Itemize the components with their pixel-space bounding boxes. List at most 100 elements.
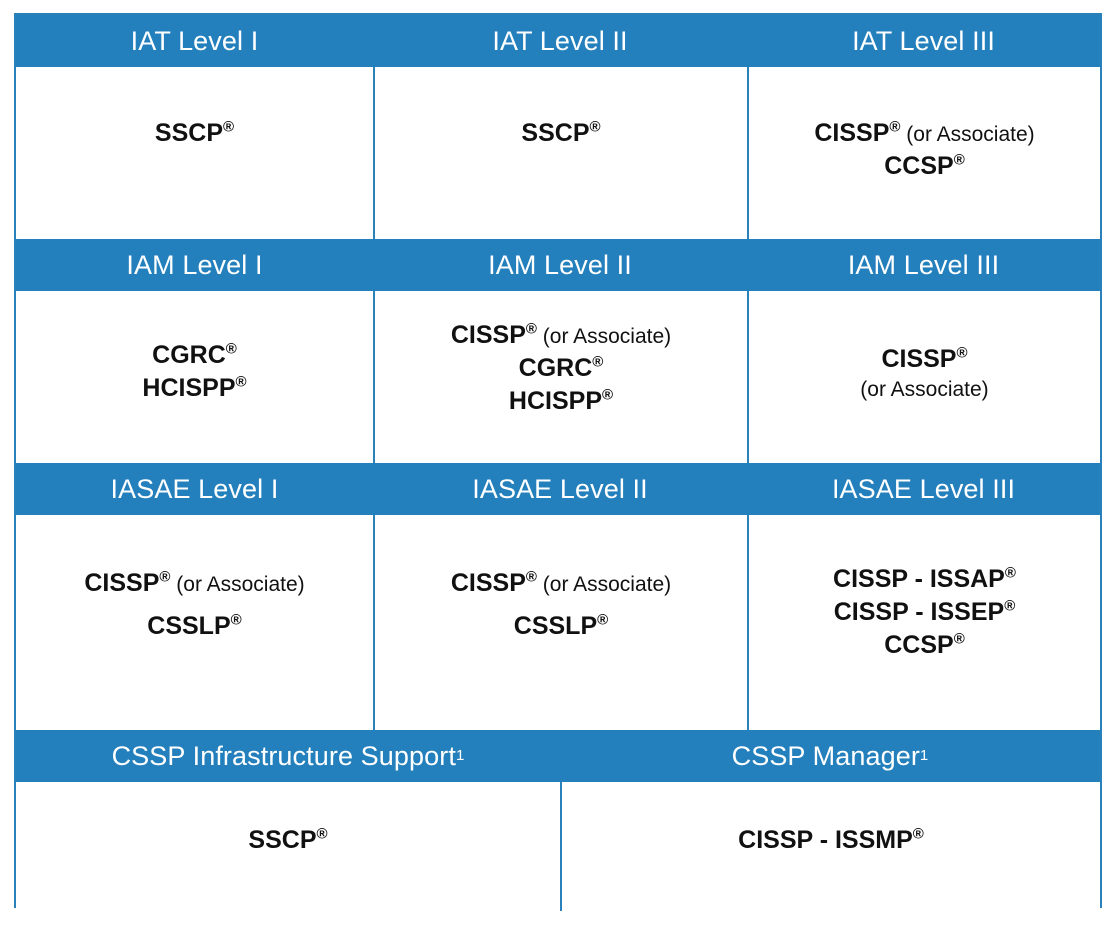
column-header-label: IAT Level I [130, 25, 259, 56]
cert-line: CISSP® (or Associate) [451, 567, 671, 600]
cell-cssp-infrastructure-support: SSCP® [16, 782, 560, 911]
cert-line: CCSP® [884, 150, 965, 183]
cert-name: CCSP [884, 152, 954, 180]
cell-iam-level-2: CISSP® (or Associate) CGRC® HCISPP® [373, 291, 747, 463]
registered-mark: ® [223, 118, 235, 136]
column-header-label: CSSP Manager [731, 740, 920, 771]
cert-name: HCISPP [508, 387, 603, 415]
section-header-iasae: IASAE Level I IASAE Level II IASAE Level… [16, 463, 1100, 515]
cert-line: CGRC® [152, 339, 237, 372]
column-header-label: IAM Level II [488, 249, 632, 280]
cert-line: CSSLP® [514, 610, 608, 643]
cert-line: CISSP® (or Associate) [814, 117, 1034, 150]
column-header-label: IAT Level II [492, 25, 628, 56]
cert-name: CGRC [152, 341, 226, 369]
column-header-label: IAM Level III [847, 249, 1000, 280]
cert-line: CGRC® [519, 352, 604, 385]
section-body-iat: SSCP® SSCP® CISSP® (or Associate) CCSP® [16, 67, 1100, 239]
cert-name: CISSP [814, 119, 890, 147]
section-body-iam: CGRC® HCISPP® CISSP® (or Associate) CGRC… [16, 291, 1100, 463]
certifications-table: IAT Level I IAT Level II IAT Level III S… [14, 13, 1102, 911]
cert-name: CISSP - ISSAP [833, 565, 1005, 593]
cert-line: CISSP - ISSMP® [738, 824, 924, 857]
registered-mark: ® [525, 320, 537, 338]
registered-mark: ® [953, 151, 965, 169]
registered-mark: ® [225, 340, 237, 358]
cell-iat-level-2: SSCP® [373, 67, 747, 239]
registered-mark: ® [953, 630, 965, 648]
column-header-label: IAM Level I [126, 249, 263, 280]
cert-line: CISSP - ISSAP® [833, 563, 1016, 596]
section-body-iasae: CISSP® (or Associate) CSSLP® CISSP® (or … [16, 515, 1100, 730]
registered-mark: ® [592, 353, 604, 371]
cert-line: CISSP - ISSEP® [834, 596, 1016, 629]
registered-mark: ® [597, 611, 609, 629]
cert-qualifier: (or Associate) [536, 573, 672, 596]
registered-mark: ® [589, 118, 601, 136]
section-body-cssp: SSCP® CISSP - ISSMP® [16, 782, 1100, 911]
cell-iasae-level-3: CISSP - ISSAP® CISSP - ISSEP® CCSP® [747, 515, 1100, 730]
cert-line: SSCP® [155, 117, 234, 150]
registered-mark: ® [956, 344, 968, 362]
cert-qualifier: (or Associate) [900, 123, 1035, 146]
cert-line: SSCP® [248, 824, 327, 857]
cell-iasae-level-1: CISSP® (or Associate) CSSLP® [16, 515, 373, 730]
cert-name: CISSP [450, 569, 526, 597]
column-header-label: IASAE Level I [110, 473, 279, 504]
column-header-label: IASAE Level III [831, 473, 1016, 504]
column-header-iasae-level-3: IASAE Level III [747, 463, 1100, 515]
cert-name: CSSLP [147, 612, 231, 640]
cert-line: CCSP® [884, 629, 965, 662]
column-header-iat-level-1: IAT Level I [16, 15, 373, 67]
cert-name: CISSP - ISSMP [738, 826, 913, 854]
column-header-iat-level-2: IAT Level II [373, 15, 747, 67]
cert-name: CISSP [450, 321, 526, 349]
registered-mark: ® [235, 373, 247, 391]
cell-iat-level-3: CISSP® (or Associate) CCSP® [747, 67, 1100, 239]
cert-name: CGRC [518, 354, 593, 382]
cert-name: SSCP [521, 119, 590, 147]
cell-iam-level-1: CGRC® HCISPP® [16, 291, 373, 463]
column-header-iam-level-1: IAM Level I [16, 239, 373, 291]
cert-line: HCISPP® [142, 372, 246, 405]
registered-mark: ® [912, 825, 924, 843]
cert-line: SSCP® [521, 117, 600, 150]
column-header-iasae-level-2: IASAE Level II [373, 463, 747, 515]
cert-name: CCSP [884, 631, 954, 659]
column-header-iasae-level-1: IASAE Level I [16, 463, 373, 515]
cert-qualifier: (or Associate) [170, 573, 305, 596]
cert-line: CISSP® [881, 343, 967, 376]
registered-mark: ® [525, 568, 537, 586]
cert-name: SSCP [248, 826, 317, 854]
registered-mark: ® [316, 825, 328, 843]
column-header-iam-level-3: IAM Level III [747, 239, 1100, 291]
section-header-iat: IAT Level I IAT Level II IAT Level III [16, 15, 1100, 67]
cert-name: CISSP [84, 569, 160, 597]
registered-mark: ® [889, 118, 901, 136]
registered-mark: ® [159, 568, 171, 586]
section-header-iam: IAM Level I IAM Level II IAM Level III [16, 239, 1100, 291]
registered-mark: ® [1004, 564, 1016, 582]
cert-line: CISSP® (or Associate) [451, 319, 671, 352]
registered-mark: ® [602, 386, 614, 404]
cell-iam-level-3: CISSP® (or Associate) [747, 291, 1100, 463]
cert-name: SSCP [154, 119, 224, 147]
column-header-label: CSSP Infrastructure Support [111, 740, 456, 771]
registered-mark: ® [230, 611, 242, 629]
cert-line: CISSP® (or Associate) [84, 567, 304, 600]
registered-mark: ® [1004, 597, 1016, 615]
cert-name: CSSLP [513, 612, 598, 640]
cell-cssp-manager: CISSP - ISSMP® [560, 782, 1100, 911]
cert-line: CSSLP® [147, 610, 241, 643]
cert-qualifier-line: (or Associate) [860, 378, 989, 401]
cert-name: CISSP [881, 345, 957, 373]
column-header-label: IAT Level III [852, 25, 995, 56]
cert-name: HCISPP [142, 374, 236, 402]
cert-line: HCISPP® [509, 385, 613, 418]
cell-iasae-level-2: CISSP® (or Associate) CSSLP® [373, 515, 747, 730]
cell-iat-level-1: SSCP® [16, 67, 373, 239]
cert-name: CISSP - ISSEP [833, 598, 1005, 626]
